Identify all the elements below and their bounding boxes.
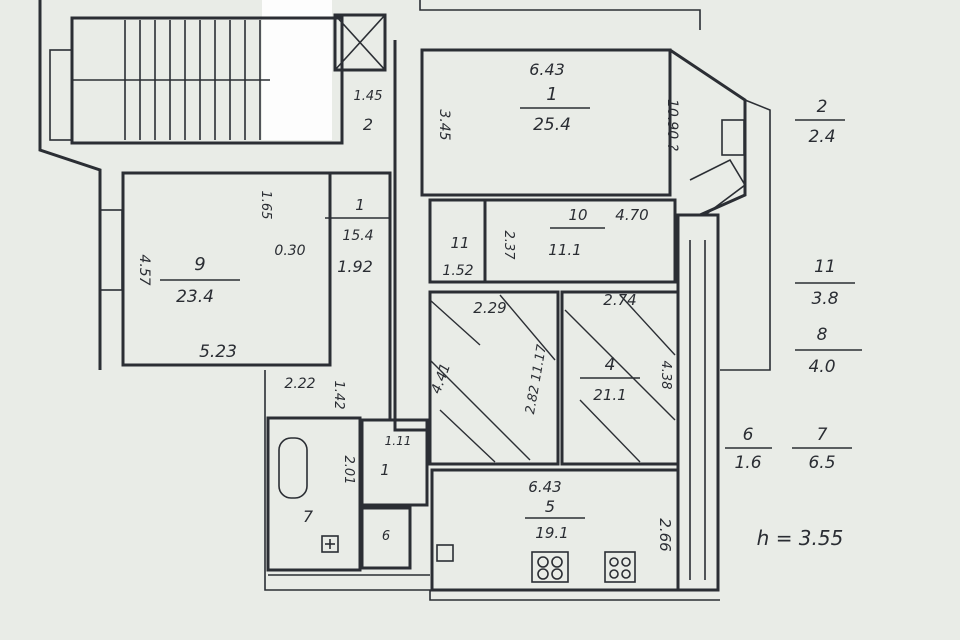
room-7-outline [266, 416, 362, 572]
room-5-dim-side: 2.66 [656, 518, 674, 551]
room-5-outline [430, 468, 680, 592]
room-10-dim: 4.70 [615, 206, 648, 224]
legend-0-val: 2.4 [808, 127, 835, 147]
room-8-number: 1 [380, 461, 390, 479]
legend-2-num: 8 [817, 325, 828, 345]
stove-right [604, 551, 636, 583]
room-5-dim-top: 6.43 [528, 478, 561, 496]
room-4-hatching [564, 294, 676, 463]
room-3-dim-top: 2.29 [473, 299, 506, 317]
room-7-dim-c: 2.01 [341, 456, 356, 485]
room-11s-area: 1.52 [442, 263, 473, 279]
room-1-area: 25.4 [533, 115, 571, 135]
room-11s-number: 11 [450, 234, 469, 252]
legend-3-num: 6 [743, 425, 754, 445]
room-7-dim-b: 1.42 [331, 381, 346, 410]
room-3-outline [428, 290, 560, 466]
room-2-number: 2 [363, 115, 373, 134]
room-11-outline [428, 198, 487, 284]
room-4-area: 21.1 [593, 386, 626, 404]
room-6-dim: 1.11 [385, 434, 412, 448]
room-9-dim-side: 4.57 [136, 254, 152, 285]
room-5-number: 5 [545, 497, 555, 516]
right-wall [676, 213, 720, 592]
glare-highlight [262, 0, 332, 140]
room-7-number: 7 [303, 507, 314, 526]
legend-4-val: 6.5 [808, 453, 835, 473]
legend-1-num: 11 [814, 257, 836, 277]
room-9-outline [121, 171, 332, 367]
room-8-outline [360, 418, 429, 507]
walls [38, 0, 771, 601]
legend-1-val: 3.8 [811, 289, 838, 309]
hall-dim-c: 1.92 [337, 257, 373, 276]
room-4-outline [560, 290, 680, 466]
room-1-dim-side: 3.45 [436, 109, 452, 140]
room-9-number: 9 [194, 254, 205, 275]
room-3-hatching [429, 294, 556, 463]
room-4-dim-diag: 2.82 11.17 [523, 343, 550, 416]
hall-number: 1 [355, 196, 365, 214]
legend-2-val: 4.0 [808, 357, 835, 377]
room-3-dim-side: 4.41 [428, 361, 454, 396]
room-labels: 6.43 1 25.4 3.45 10.90 ? 1.45 2 1 15.4 1… [136, 60, 680, 552]
room-1-outline [420, 48, 672, 197]
bathtub [278, 437, 308, 499]
lift-box [333, 13, 387, 72]
hall-dim-b: 0.30 [274, 243, 305, 259]
room-6-outline [360, 506, 412, 570]
room-10-area: 11.1 [548, 241, 581, 259]
room-1-number: 1 [546, 84, 557, 105]
legend-3-val: 1.6 [734, 453, 761, 473]
room-4-dim-top: 2.74 [603, 291, 636, 309]
hall-area: 15.4 [342, 228, 373, 244]
room-7-dim-a: 2.22 [284, 376, 315, 392]
legend: 2 2.4 11 3.8 8 4.0 6 1.6 7 6.5 h = 3.55 [725, 97, 862, 550]
room-1-dim-top: 6.43 [529, 60, 565, 79]
room-10-dim-side: 2.37 [501, 231, 516, 261]
legend-4-num: 7 [817, 425, 828, 445]
room-6-number: 6 [382, 529, 390, 544]
room-4-dim-side: 4.38 [658, 361, 673, 390]
stove-left [531, 551, 569, 583]
room-4-number: 4 [605, 355, 616, 375]
room-5-area: 19.1 [535, 524, 568, 542]
ceiling-height: h = 3.55 [757, 526, 844, 550]
room-2-dim: 1.45 [354, 89, 383, 104]
stair-treads [124, 20, 261, 140]
room-1-dim-right: 10.90 ? [664, 99, 680, 152]
legend-0-num: 2 [817, 97, 828, 117]
room-9-dim-bottom: 5.23 [199, 342, 237, 362]
room-10-number: 10 [568, 206, 587, 224]
room-9-area: 23.4 [176, 287, 214, 307]
hall-dim-a: 1.65 [258, 191, 273, 220]
